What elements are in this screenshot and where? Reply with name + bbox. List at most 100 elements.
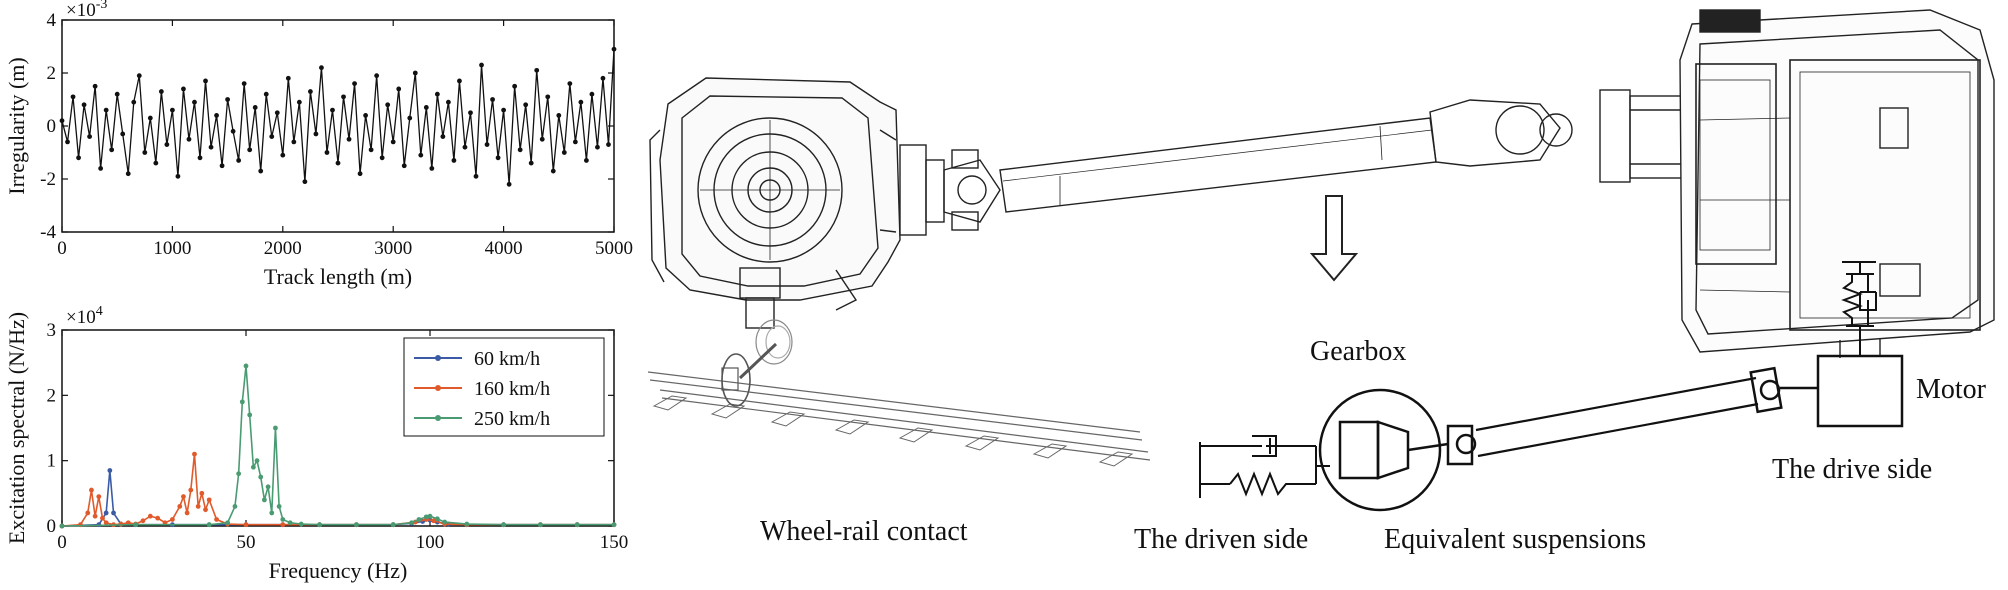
chart1-point [561,150,567,155]
chart1-point [490,97,495,102]
chart2-series-line-1 [61,454,614,527]
chart2-point-2 [225,520,231,526]
chart1-point [76,155,81,161]
chart2-point-2 [206,522,212,528]
chart1-point [368,147,374,153]
chart2-point-2 [59,523,65,529]
chart1-point [572,139,578,145]
chart1-point [147,115,153,121]
chart1-point [319,65,324,71]
chart2-point-1 [92,513,98,519]
chart1-point [230,128,236,134]
chart1-xtick-label: 1000 [153,238,191,259]
label-wheel-rail-contact: Wheel-rail contact [760,516,968,547]
chart2-point-2 [442,519,448,525]
chart1-point [214,113,219,118]
chart2-point-1 [125,520,131,526]
chart1-point [396,86,402,92]
chart2-point-2 [276,504,282,509]
chart1-point [539,136,545,142]
chart2-point-1 [184,510,190,516]
chart1-ytick-label: -2 [40,169,56,190]
chart1-point [501,107,506,113]
chart1-point [98,166,104,171]
driven-side-suspension [1199,435,1330,498]
chart1-point [302,179,308,185]
chart2-point-1 [100,515,105,521]
chart1-point [164,142,170,147]
chart1-point [451,158,457,163]
chart1-point [401,163,407,169]
chart2-point-2 [265,484,271,490]
chart1-point [589,91,595,97]
hollow-down-arrow-icon [1309,195,1359,282]
chart1-point [186,136,192,142]
chart1-point [109,147,115,153]
gearbox-circle [1318,388,1442,512]
chart2-point-2 [611,522,617,528]
chart1-point [595,144,600,150]
chart1-point [440,134,446,140]
chart1-xlabel: Track length (m) [264,264,412,289]
chart2-point-2 [298,521,304,527]
chart1-point [418,152,424,158]
gearbox-large-gear [1338,420,1380,480]
chart2-point-1 [243,522,249,528]
chart2-ytick-label: 1 [47,451,57,472]
chart1-point [136,73,142,79]
chart1-point [352,81,357,86]
chart2-point-1 [181,494,186,499]
chart2-xtick-label: 150 [600,532,629,553]
chart1-point [506,181,512,187]
chart1-point [258,168,264,174]
chart2-point-2 [269,510,275,516]
chart1-ytick-label: 4 [47,10,57,31]
chart1-xtick-label: 2000 [264,238,302,259]
chart2-point-1 [192,451,197,457]
chart1-point [550,168,556,174]
chart2-point-1 [155,515,161,521]
chart1-point [473,173,479,179]
chart2-ytick-label: 2 [47,385,57,406]
chart1-point [241,81,247,86]
chart1-ytick-label: 0 [47,116,57,137]
chart2-point-2 [280,517,286,522]
chart2-xtick-label: 50 [237,532,256,553]
chart1-point [103,107,109,113]
chart1-point [545,94,551,100]
chart2-point-2 [354,522,359,528]
chart2-point-2 [133,522,139,528]
chart2-point-1 [203,507,208,513]
chart2-point-2 [416,517,422,522]
chart1-point [446,99,451,105]
chart1-point [600,75,606,81]
chart1-point [462,144,468,150]
drive-side-suspension [1841,261,1877,356]
chart2-point-2 [250,464,256,470]
chart2-xlabel: Frequency (Hz) [269,558,408,583]
chart1-point [335,160,341,166]
chart2-point-1 [85,510,91,516]
chart1-point [423,105,429,110]
chart2-point-0 [107,468,113,473]
chart1-point [578,99,584,105]
chart2-point-2 [501,522,506,528]
wheel-rail-sketch [647,319,1151,467]
chart1-xtick-label: 3000 [374,238,412,259]
chart2-xtick-label: 0 [57,532,67,553]
chart1-point [313,131,319,137]
chart1-ylabel: Irregularity (m) [4,57,29,194]
chart1-point [70,94,76,100]
chart2-point-2 [258,474,264,480]
chart1-point [285,75,291,81]
chart2-point-1 [177,504,183,509]
chart2-point-2 [574,522,580,528]
chart2-ytick-label: 3 [47,320,57,341]
chart2-point-1 [96,494,102,499]
chart2-xtick-label: 100 [416,532,445,553]
motor-box [1816,354,1904,428]
chart1-point [407,115,413,121]
chart2-point-1 [206,497,212,503]
chart1-point [412,70,418,76]
chart1-point [357,171,363,177]
